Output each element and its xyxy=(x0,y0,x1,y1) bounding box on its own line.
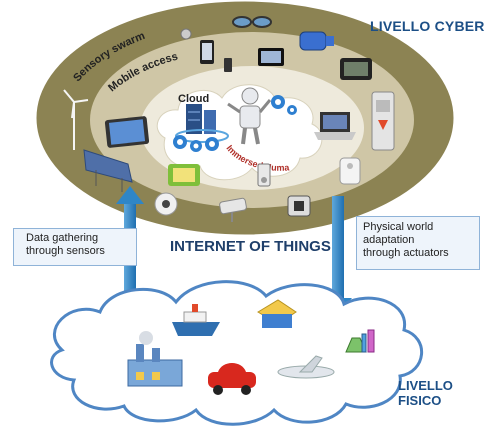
ipod-icon xyxy=(257,163,271,187)
physical-cloud xyxy=(50,280,423,426)
data-gathering-line-2: through sensors xyxy=(26,245,105,257)
data-gathering-box: Data gathering through sensors xyxy=(13,228,137,266)
data-gathering-line-1: Data gathering xyxy=(26,232,99,244)
factory-icon xyxy=(127,331,183,387)
actuation-box: Physical world adaptation through actuat… xyxy=(356,216,480,270)
laptop-icon xyxy=(314,112,356,140)
security-camera-icon xyxy=(219,197,247,222)
building-icon xyxy=(257,299,297,328)
tablet-icon xyxy=(104,116,150,148)
actuation-line-3: through actuators xyxy=(363,247,449,259)
airplane-icon xyxy=(277,355,335,379)
smartwatch-icon xyxy=(299,31,334,51)
phone-small-icon xyxy=(224,58,232,72)
robot-icon xyxy=(227,87,272,145)
tablet-small-icon xyxy=(258,48,284,66)
speaker-icon xyxy=(180,28,192,40)
cloud-label: Cloud xyxy=(178,93,209,105)
gear-icon xyxy=(173,95,297,152)
physical-layer-heading: LIVELLO FISICO xyxy=(398,378,453,408)
glasses-icon xyxy=(232,16,272,28)
smoke-detector-icon xyxy=(339,157,361,185)
cyber-layer-heading: LIVELLO CYBER xyxy=(370,18,485,34)
camera-icon xyxy=(154,192,178,216)
sensor-device-icon xyxy=(287,195,311,217)
actuation-line-2: adaptation xyxy=(363,234,415,246)
car-icon xyxy=(208,363,256,395)
smartphone-icon xyxy=(200,40,214,64)
solar-panel-icon xyxy=(83,149,133,192)
electric-meter-icon xyxy=(371,91,395,151)
wind-turbine-icon xyxy=(63,89,89,150)
iot-title: INTERNET OF THINGS xyxy=(170,238,331,255)
server-rack-icon xyxy=(175,104,229,143)
lab-flasks-icon xyxy=(345,329,375,353)
ship-icon xyxy=(172,304,220,336)
navigator-icon xyxy=(340,58,372,80)
actuation-line-1: Physical world xyxy=(363,221,434,233)
gps-device-icon xyxy=(168,164,200,186)
